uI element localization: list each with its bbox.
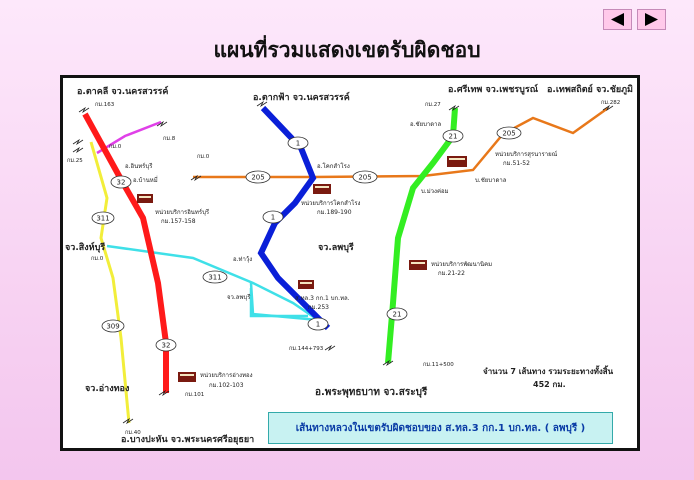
svg-text:311: 311 <box>96 215 109 223</box>
place-bangpahan: อ.บางปะหัน จว.พระนครศรีอยุธยา <box>121 434 254 445</box>
km-label: กม.27 <box>425 102 441 108</box>
route-shield: 1 <box>307 317 329 331</box>
service-unit-phatthananikhom: หน่วยบริการพัฒนานิคม กม.21-22 <box>409 260 492 277</box>
svg-text:กม.157-158: กม.157-158 <box>161 218 196 225</box>
svg-text:ส.ทล.3 กก.1 บก.ทล.: ส.ทล.3 กก.1 บก.ทล. <box>295 295 350 302</box>
place-thepsathit: อ.เทพสถิตย์ จว.ชัยภูมิ <box>547 83 633 95</box>
town-ban-chaibadan: บ.ชัยบาดาล <box>475 177 507 184</box>
place-sithep: อ.ศรีเทพ จว.เพชรบูรณ์ <box>448 83 539 95</box>
route-shield: 205 <box>496 126 522 140</box>
place-phraphutthabat: อ.พระพุทธบาท จว.สระบุรี <box>315 386 428 398</box>
svg-text:กม.189-190: กม.189-190 <box>317 209 352 216</box>
road-cyan-branch <box>249 288 308 318</box>
service-unit-suranarai: หน่วยบริการสุรนารายณ์ กม.51-52 <box>447 150 558 167</box>
km-label: กม.144+793 <box>289 346 324 352</box>
km-label: กม.101 <box>185 392 204 398</box>
route-shield: 21 <box>442 129 464 143</box>
svg-text:309: 309 <box>106 323 119 331</box>
svg-text:กม.253: กม.253 <box>308 304 329 311</box>
km-label: กม.282 <box>601 100 620 106</box>
route-shield: 32 <box>155 338 177 352</box>
svg-text:205: 205 <box>358 174 371 182</box>
km-label: กม.40 <box>125 430 141 436</box>
svg-text:32: 32 <box>117 179 126 187</box>
page-title: แผนที่รวมแสดงเขตรับผิดชอบ <box>213 38 481 62</box>
svg-text:หน่วยบริการอ่างทอง: หน่วยบริการอ่างทอง <box>200 372 253 379</box>
route-shield: 309 <box>101 319 125 333</box>
town-lopburi: จว.ลพบุรี <box>227 293 251 301</box>
service-unit-angthong: หน่วยบริการอ่างทอง กม.102-103 <box>178 372 253 389</box>
route-shield: 311 <box>91 211 115 225</box>
route-shield: 21 <box>386 307 408 321</box>
place-angthong: จว.อ่างทอง <box>85 383 129 394</box>
svg-text:311: 311 <box>208 274 221 282</box>
svg-text:32: 32 <box>162 342 171 350</box>
place-takfa: อ.ตากฟ้า จว.นครสวรรค์ <box>253 91 350 103</box>
town-muaklek: บ.ม่วงค่อม <box>421 188 449 195</box>
svg-text:1: 1 <box>316 321 320 329</box>
km-label: กม.8 <box>163 136 176 142</box>
service-unit-inburi: หน่วยบริการอินทร์บุรี กม.157-158 <box>137 194 210 225</box>
svg-text:กม.102-103: กม.102-103 <box>209 382 244 389</box>
summary-routes: จำนวน 7 เส้นทาง รวมระยะทางทั้งสิ้น <box>483 365 614 376</box>
road-break-marks <box>72 100 614 425</box>
town-thawung: อ.ท่าวุ้ง <box>233 256 252 263</box>
km-label: กม.25 <box>67 158 83 164</box>
km-label: กม.163 <box>95 102 115 108</box>
svg-text:หน่วยบริการโคกสำโรง: หน่วยบริการโคกสำโรง <box>301 199 361 207</box>
svg-text:21: 21 <box>393 311 402 319</box>
svg-text:หน่วยบริการอินทร์บุรี: หน่วยบริการอินทร์บุรี <box>155 208 210 216</box>
previous-slide-button[interactable] <box>603 9 632 30</box>
svg-text:1: 1 <box>271 214 275 222</box>
svg-text:1: 1 <box>296 140 300 148</box>
svg-text:หน่วยบริการพัฒนานิคม: หน่วยบริการพัฒนานิคม <box>431 261 492 268</box>
triangle-right-icon <box>645 13 658 26</box>
service-unit-hq: ส.ทล.3 กก.1 บก.ทล. กม.253 <box>295 280 350 311</box>
svg-text:กม.51-52: กม.51-52 <box>503 160 530 167</box>
road-red-32 <box>82 112 169 393</box>
svg-text:หน่วยบริการสุรนารายณ์: หน่วยบริการสุรนารายณ์ <box>495 150 558 158</box>
triangle-left-icon <box>611 13 624 26</box>
road-yellow-309 <box>89 141 131 424</box>
place-takhli: อ.ตาคลี จว.นครสวรรค์ <box>77 85 168 97</box>
road-map-drawing: 32 1 21 205 205 205 311 1 311 21 1 <box>65 83 633 445</box>
road-cyan-311 <box>106 244 319 322</box>
svg-text:21: 21 <box>449 133 458 141</box>
svg-text:205: 205 <box>502 130 515 138</box>
town-inburi: อ.อินทร์บุรี <box>125 162 153 170</box>
place-lopburi-province: จว.ลพบุรี <box>318 242 354 253</box>
next-slide-button[interactable] <box>637 9 666 30</box>
route-shield: 311 <box>202 270 228 284</box>
route-shield: 1 <box>262 210 284 224</box>
legend-caption: เส้นทางหลวงในเขตรับผิดชอบของ ส.ทล.3 กก.1… <box>268 412 613 444</box>
service-unit-khoksamrong: หน่วยบริการโคกสำโรง กม.189-190 <box>301 184 361 216</box>
route-shield: 205 <box>245 170 271 184</box>
route-shield: 205 <box>352 170 378 184</box>
svg-text:กม.21-22: กม.21-22 <box>438 270 465 277</box>
km-label: กม.0 <box>197 154 210 160</box>
town-khoksamrong: อ.โคกสำโรง <box>317 162 350 170</box>
route-shield: 1 <box>287 136 309 150</box>
km-label: กม.0 <box>109 144 122 150</box>
summary-distance: 452 กม. <box>533 380 566 389</box>
town-banmi: อ.บ้านหมี่ <box>133 176 158 184</box>
road-map: 32 1 21 205 205 205 311 1 311 21 1 <box>60 75 640 451</box>
km-label: กม.11+500 <box>423 362 454 368</box>
town-chaibadan: อ.ชัยบาดาล <box>410 121 442 128</box>
route-shield: 32 <box>110 175 132 189</box>
km-label: กม.0 <box>91 256 104 262</box>
road-orange-205 <box>193 106 609 179</box>
svg-text:205: 205 <box>251 174 264 182</box>
road-green-21 <box>385 107 458 364</box>
place-singburi: จว.สิงห์บุรี <box>65 241 105 253</box>
